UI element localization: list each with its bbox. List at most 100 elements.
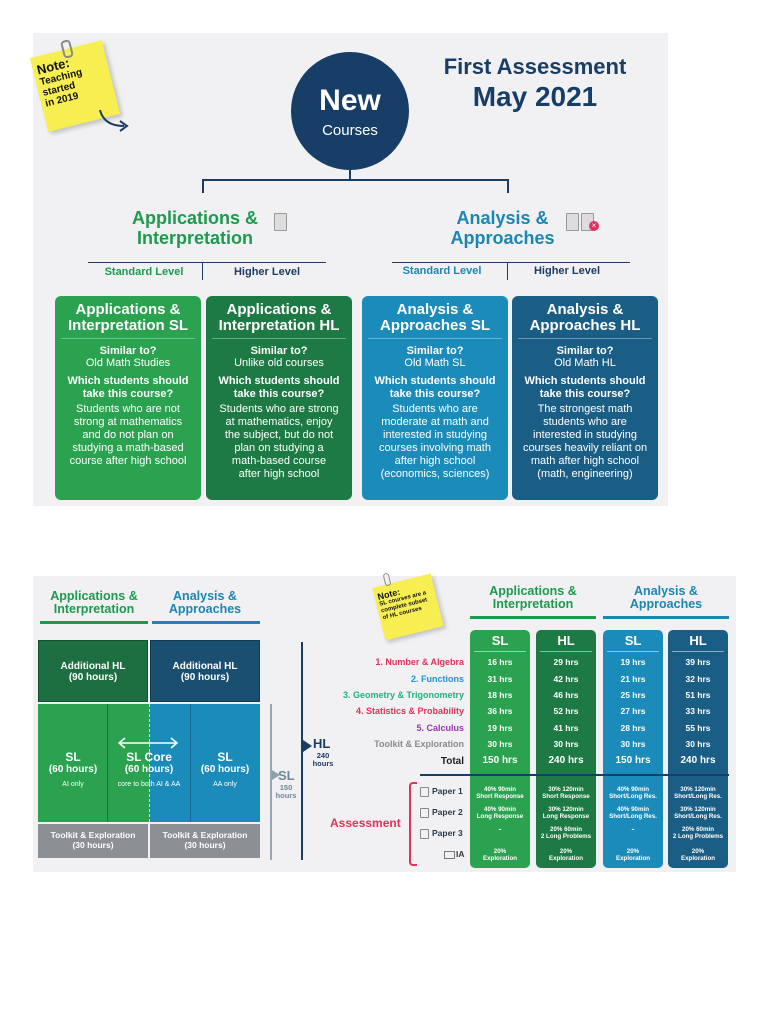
assessment-line: 20%	[626, 848, 640, 855]
hours-cell: 31 hrs	[487, 674, 513, 684]
calculator-icon	[274, 213, 287, 231]
block-hours: (60 hours)	[200, 764, 250, 775]
assessment-line: 40% 90min	[484, 806, 516, 813]
right-header-ai: Applications &Interpretation	[470, 585, 596, 611]
left-header-aa: Analysis &Approaches	[150, 590, 260, 616]
sl-arrow-icon	[272, 770, 280, 780]
hours-cell: 19 hrs	[620, 657, 646, 667]
card-title-line: Applications &	[75, 301, 181, 318]
connector	[507, 179, 509, 193]
total-hours-cell: 240 hrs	[548, 755, 584, 766]
level-connector	[202, 262, 203, 280]
card-question-line: Which students should	[524, 375, 646, 387]
header-line: Approaches	[629, 597, 703, 611]
card-answer-line: Students who are	[392, 403, 478, 415]
card-question-line: take this course?	[539, 388, 631, 400]
card-title-line: Analysis &	[546, 301, 624, 318]
core-dashed-divider	[149, 704, 150, 822]
card-answer-line: plan on studying a	[234, 442, 324, 454]
hours-cell: 28 hrs	[620, 723, 646, 733]
computer-icon	[444, 851, 455, 859]
branch-title-line: Interpretation	[136, 228, 253, 248]
hours-cell: 19 hrs	[487, 723, 513, 733]
column-divider	[672, 651, 724, 652]
block-hours: (90 hours)	[68, 672, 118, 683]
block-divider	[107, 704, 108, 822]
branch-title-line: Analysis &	[456, 208, 549, 228]
toolkit-aa-block: Toolkit & Exploration (30 hours)	[150, 824, 260, 858]
hours-cell: 30 hrs	[487, 739, 513, 749]
column-header: HL	[689, 633, 707, 648]
card-answer-line: after high school	[394, 455, 476, 467]
level-connector	[392, 262, 630, 263]
card-title-line: Interpretation HL	[218, 317, 340, 334]
assessment-line: -	[498, 824, 502, 834]
level-label-higher: Higher Level	[533, 265, 601, 277]
assessment-line: 40% 90min	[484, 786, 516, 793]
branch-title-line: Applications &	[131, 208, 258, 228]
no-cas-icon: ×	[589, 221, 599, 231]
card-question: Similar to?	[250, 345, 308, 357]
hours-cell: 30 hrs	[620, 739, 646, 749]
total-hours-cell: 150 hrs	[482, 755, 518, 766]
header-underline	[40, 621, 148, 624]
hours-cell: 29 hrs	[553, 657, 579, 667]
course-card-aa-sl: Analysis &Approaches SL Similar to? Old …	[362, 296, 508, 500]
card-question: Similar to?	[556, 345, 614, 357]
paper-label: Paper 1	[432, 786, 463, 796]
card-answer-line: (economics, sciences)	[380, 468, 490, 480]
card-question: Similar to?	[99, 345, 157, 357]
hours-cell: 16 hrs	[487, 657, 513, 667]
column-ai-hl	[536, 630, 596, 868]
branch-title-line: Approaches	[450, 228, 555, 248]
assessment-cell: 20%Exploration	[668, 848, 728, 862]
card-title-line: Interpretation SL	[67, 317, 188, 334]
branch-title-ai: Applications & Interpretation	[110, 208, 280, 248]
connector	[202, 179, 509, 181]
card-title: Analysis &Approaches HL	[518, 302, 652, 339]
card-question-line: Which students should	[374, 375, 496, 387]
hours-line: hours	[312, 759, 334, 768]
level-label-standard: Standard Level	[104, 266, 184, 278]
topic-label: 4. Statistics & Probability	[355, 706, 464, 716]
hours-cell: 18 hrs	[487, 690, 513, 700]
card-answer-line: moderate at math and	[381, 416, 489, 428]
hours-cell: 52 hrs	[553, 706, 579, 716]
assessment-cell: -	[470, 824, 530, 834]
header-line: Approaches	[168, 602, 242, 616]
assessment-line: Short/Long Res.	[674, 793, 722, 800]
block-label: Additional HL	[172, 661, 238, 672]
assessment-line: Long Response	[476, 813, 524, 820]
hours-cell: 39 hrs	[685, 657, 711, 667]
assessment-line: -	[631, 824, 635, 834]
branch-title-aa: Analysis & Approaches	[430, 208, 575, 248]
hours-cell: 21 hrs	[620, 674, 646, 684]
card-answer-line: the subject, but do not	[224, 429, 334, 441]
assessment-line: 2 Long Problems	[540, 833, 592, 840]
block-hours: (60 hours)	[48, 764, 98, 775]
card-title-line: Approaches SL	[379, 317, 491, 334]
sl-total-label: SL	[278, 768, 295, 783]
header-underline	[470, 616, 596, 619]
card-question: Similar to?	[406, 345, 464, 357]
paper-icon	[420, 787, 429, 797]
assessment-cell: -	[603, 824, 663, 834]
topic-label: 2. Functions	[410, 674, 464, 684]
assessment-line: 20% 60min	[550, 826, 582, 833]
hours-cell: 30 hrs	[685, 739, 711, 749]
hours-cell: 55 hrs	[685, 723, 711, 733]
assessment-line: 40% 90min	[617, 806, 649, 813]
card-answer-line: after high school	[238, 468, 320, 480]
header-line: Interpretation	[492, 597, 574, 611]
card-title: Applications &Interpretation HL	[212, 302, 346, 339]
sl-bracket-line	[270, 704, 272, 860]
